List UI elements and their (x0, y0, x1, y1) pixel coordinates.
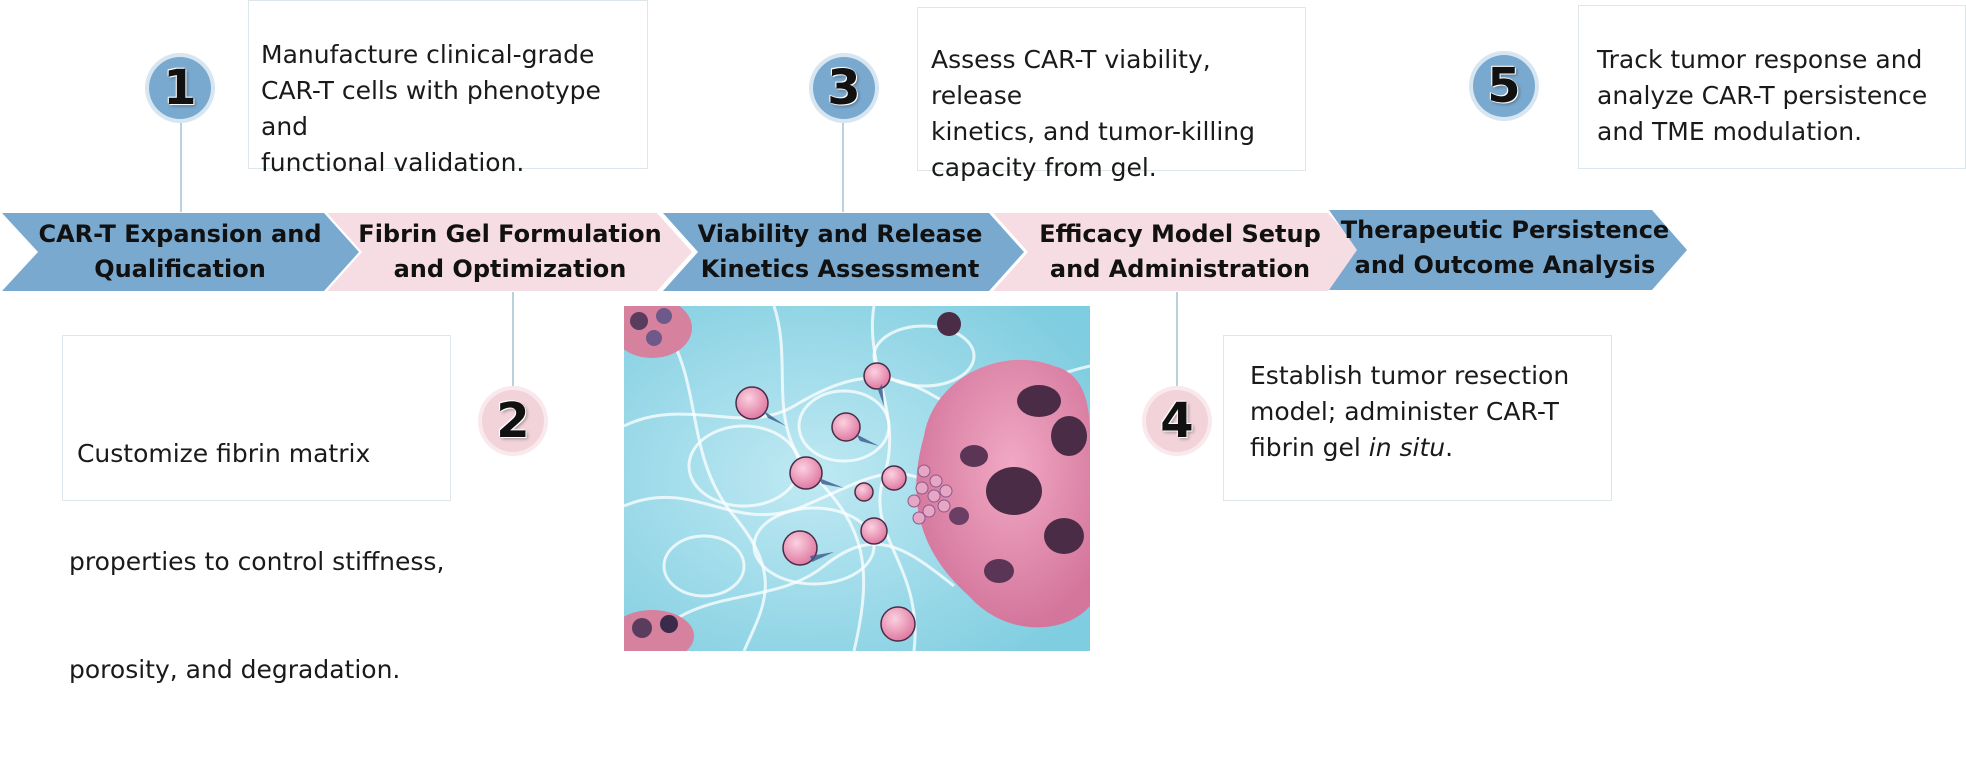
debris (937, 312, 961, 336)
step-3-desc-line: Assess CAR-T viability, release (931, 45, 1211, 110)
step-1-desc-line: Manufacture clinical-grade (261, 40, 595, 69)
step-1-number-badge: 1 (149, 57, 211, 119)
step-2-number-badge: 2 (482, 390, 544, 452)
chevron-step-4 (993, 213, 1363, 291)
connector-line-2 (512, 292, 514, 390)
release-streaks (764, 384, 884, 562)
step-4-title: Efficacy Model Setup and Administration (1039, 220, 1321, 283)
connector-line-4 (1176, 292, 1178, 390)
step-1-description-box: Manufacture clinical-grade CAR-T cells w… (248, 0, 648, 177)
chevron-step-5 (1329, 210, 1687, 290)
step-5-desc-line: Track tumor response and (1597, 45, 1923, 74)
fibrin-mesh (624, 306, 1090, 651)
step-2-desc-line: porosity, and degradation. (69, 655, 401, 684)
step-3-desc-line: kinetics, and tumor-killing (931, 117, 1256, 146)
step-5-desc-line: and TME modulation. (1597, 117, 1863, 146)
car-t-fibrin-gel-illustration (624, 306, 1090, 651)
step-3-number-badge: 3 (813, 57, 875, 119)
step-2-title: Fibrin Gel Formulation and Optimization (358, 220, 662, 283)
step-5-title: Therapeutic Persistence and Outcome Anal… (1340, 216, 1670, 279)
step-5-desc-line: analyze CAR-T persistence (1597, 81, 1928, 110)
step-1-desc-line: CAR-T cells with phenotype and (261, 76, 601, 141)
chevron-band (2, 210, 1687, 291)
cell-cluster (907, 464, 953, 525)
chevron-step-2 (327, 213, 692, 291)
chevron-step-3 (663, 213, 1024, 291)
step-4-description-box: Establish tumor resection model; adminis… (1223, 335, 1612, 501)
step-2-description-box: Customize fibrin matrix properties to co… (62, 335, 451, 684)
step-3-description-box: Assess CAR-T viability, release kinetics… (917, 7, 1306, 182)
step-4-desc-line: model; administer CAR-T (1250, 397, 1559, 426)
step-2-desc-line: Customize fibrin matrix (69, 439, 371, 468)
tumor-fragment-bottom-left (624, 610, 694, 651)
connector-line-1 (180, 120, 182, 212)
step-1-desc-line: functional validation. (261, 148, 525, 177)
car-t-cells (735, 362, 916, 642)
step-4-desc-line: fibrin gel in situ. (1250, 433, 1454, 462)
step-2-desc-line: properties to control stiffness, (69, 547, 445, 576)
step-4-number-badge: 4 (1146, 390, 1208, 452)
tumor-fragment-top-left (624, 306, 692, 358)
step-1-title: CAR-T Expansion and Qualification (38, 220, 322, 283)
step-4-desc-line: Establish tumor resection (1250, 361, 1570, 390)
step-3-desc-line: capacity from gel. (931, 153, 1157, 182)
step-5-description-box: Track tumor response and analyze CAR-T p… (1578, 5, 1966, 169)
connector-line-3 (842, 120, 844, 212)
chevron-step-1 (2, 213, 359, 291)
step-5-number-badge: 5 (1473, 55, 1535, 117)
step-3-title: Viability and Release Kinetics Assessmen… (697, 220, 983, 283)
tumor-mass (916, 359, 1090, 628)
in-situ-italic: in situ (1368, 433, 1446, 462)
